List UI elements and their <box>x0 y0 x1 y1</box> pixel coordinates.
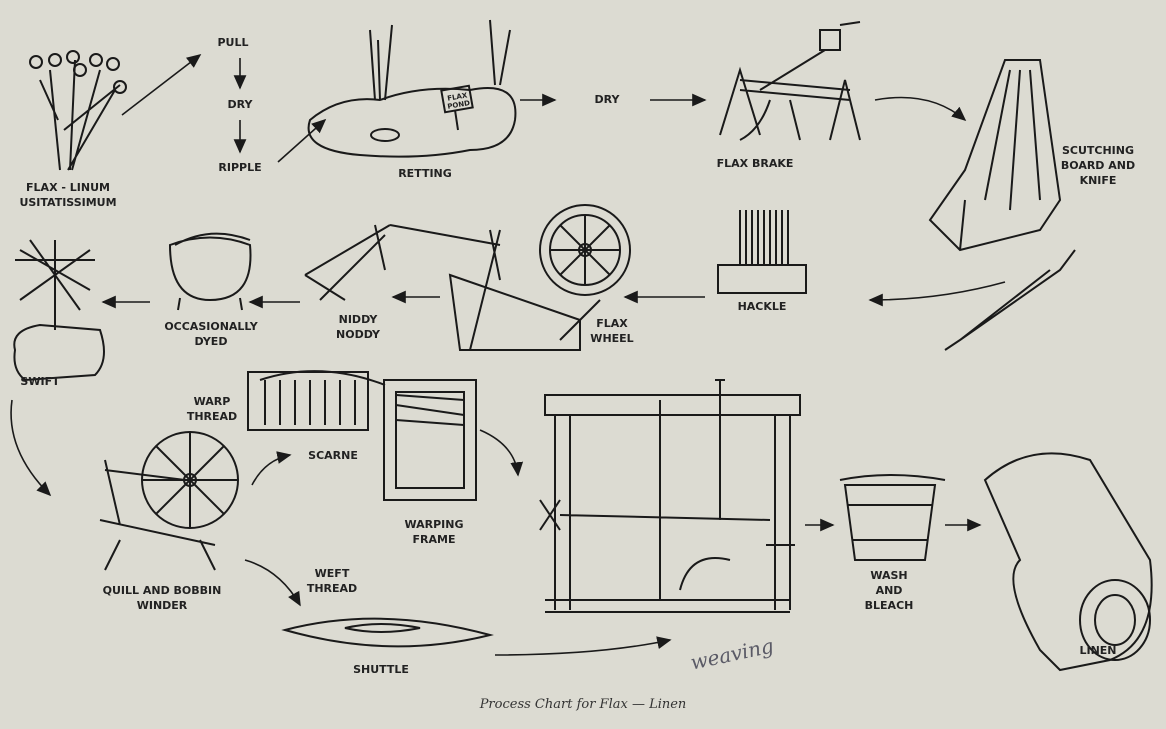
label-retting: RETTING <box>398 167 452 180</box>
niddy-noddy-illustration <box>304 224 501 301</box>
label-warp-thread: WARP THREAD <box>187 394 237 424</box>
label-flax-wheel: FLAX WHEEL <box>590 316 633 346</box>
flax-plant-illustration <box>29 50 127 171</box>
label-line: FLAX - LINUM <box>26 181 110 194</box>
label-scutching-board: SCUTCHING BOARD AND KNIFE <box>1061 143 1135 188</box>
flax-wheel-illustration <box>448 204 631 351</box>
chart-caption: Process Chart for Flax — Linen <box>479 697 687 712</box>
label-line: AND <box>875 584 903 597</box>
label-weft-thread: WEFT THREAD <box>307 566 357 596</box>
label-flax-linum: FLAX - LINUM USITATISSIMUM <box>19 180 116 210</box>
label-line: BOARD AND <box>1060 159 1136 172</box>
retting-pond-illustration <box>307 19 517 158</box>
hackle-illustration <box>717 210 807 294</box>
label-line: USITATISSIMUM <box>19 196 117 209</box>
label-swift: SWIFT <box>20 375 60 388</box>
label-pull: PULL <box>217 36 249 49</box>
label-dry-2: DRY <box>594 93 620 106</box>
label-linen: LINEN <box>1079 644 1117 657</box>
label-scarne: SCARNE <box>308 449 358 462</box>
label-ripple: RIPPLE <box>218 161 262 174</box>
label-line: WHEEL <box>590 332 634 345</box>
swift-illustration <box>13 239 105 382</box>
label-shuttle: SHUTTLE <box>353 663 409 676</box>
label-line: WARP <box>193 395 231 408</box>
label-line: QUILL AND BOBBIN <box>102 584 222 597</box>
label-line: DYED <box>194 335 228 348</box>
label-warping-frame: WARPING FRAME <box>404 517 463 547</box>
wash-bucket-illustration <box>839 474 946 561</box>
label-line: FLAX <box>596 317 628 330</box>
scarne-illustration <box>247 370 386 431</box>
label-line: NODDY <box>336 328 380 341</box>
label-line: THREAD <box>186 410 238 423</box>
label-occasionally-dyed: OCCASIONALLY DYED <box>164 319 257 349</box>
flax-brake-illustration <box>719 21 861 141</box>
label-line: WINDER <box>136 599 188 612</box>
label-flax-brake: FLAX BRAKE <box>716 157 794 170</box>
label-hackle: HACKLE <box>737 300 787 313</box>
warping-frame-illustration <box>383 379 477 501</box>
label-wash-bleach: WASH AND BLEACH <box>865 568 914 613</box>
flow-arrows <box>10 54 1006 656</box>
label-line: WEFT <box>314 567 350 580</box>
label-line: THREAD <box>306 582 358 595</box>
label-line: KNIFE <box>1079 174 1117 187</box>
label-dry: DRY <box>227 98 253 111</box>
loom-illustration <box>539 379 801 613</box>
label-line: SCUTCHING <box>1061 144 1135 157</box>
scutching-board-illustration <box>928 59 1076 351</box>
label-line: FRAME <box>412 533 456 546</box>
label-line: OCCASIONALLY <box>164 320 258 333</box>
quill-bobbin-winder-illustration <box>99 431 239 571</box>
label-line: WASH <box>870 569 908 582</box>
label-line: NIDDY <box>338 313 378 326</box>
linen-roll-illustration <box>983 452 1153 672</box>
shuttle-illustration <box>281 617 494 648</box>
label-quill-bobbin-winder: QUILL AND BOBBIN WINDER <box>103 583 222 613</box>
label-line: WARPING <box>404 518 464 531</box>
dye-pot-illustration <box>168 232 252 311</box>
label-line: BLEACH <box>864 599 914 612</box>
label-niddy-noddy: NIDDY NODDY <box>336 312 380 342</box>
